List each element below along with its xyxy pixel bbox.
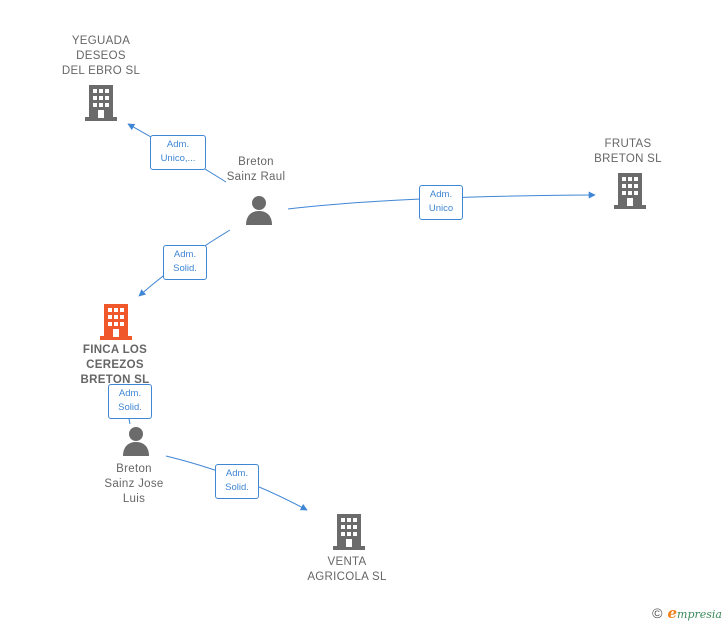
- copyright-icon: ©: [652, 605, 663, 621]
- node-label-breton-sainz-raul[interactable]: Breton Sainz Raul: [226, 156, 286, 183]
- node-label-frutas-breton[interactable]: FRUTAS BRETON SL: [594, 138, 662, 165]
- edge-label-jose-venta[interactable]: Adm. Solid.: [215, 464, 259, 499]
- person-icon[interactable]: [123, 427, 149, 456]
- edge-label-raul-frutas[interactable]: Adm. Unico: [419, 185, 463, 220]
- edge-label-raul-yeguada[interactable]: Adm. Unico,...: [150, 135, 206, 170]
- building-icon[interactable]: [614, 173, 646, 209]
- node-label-breton-sainz-jose-luis[interactable]: Breton Sainz Jose Luis: [104, 463, 164, 505]
- building-icon[interactable]: [85, 85, 117, 121]
- brand-logo[interactable]: empresia: [667, 604, 722, 622]
- footer-brand: © empresia: [652, 604, 722, 622]
- edge-label-raul-finca[interactable]: Adm. Solid.: [163, 245, 207, 280]
- person-icon[interactable]: [246, 196, 272, 225]
- building-icon[interactable]: [100, 304, 132, 340]
- edge-label-jose-finca[interactable]: Adm. Solid.: [108, 384, 152, 419]
- building-icon[interactable]: [333, 514, 365, 550]
- node-label-finca-los-cerezos[interactable]: FINCA LOS CEREZOS BRETON SL: [80, 344, 150, 386]
- node-label-venta-agricola[interactable]: VENTA AGRICOLA SL: [307, 556, 387, 583]
- node-label-yeguada-deseos[interactable]: YEGUADA DESEOS DEL EBRO SL: [61, 35, 141, 77]
